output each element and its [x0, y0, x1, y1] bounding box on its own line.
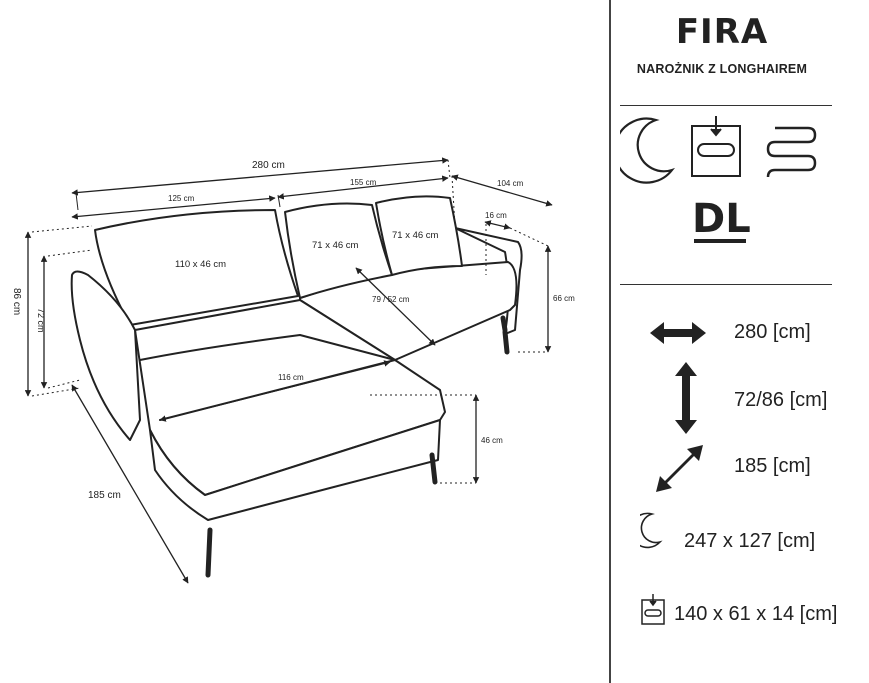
- horizontal-arrow-icon: [650, 322, 706, 344]
- spec-depth: 185 [cm]: [734, 455, 811, 477]
- storage-container-icon-small: [641, 594, 665, 625]
- zigzag-spring-icon: [766, 126, 817, 178]
- longhair-width-label: 116 cm: [278, 373, 304, 382]
- sofa-outline: [70, 195, 523, 521]
- sofa-dimension-drawing: 280 cm 125 cm 155 cm 104 cm 16 cm 110 x …: [11, 157, 575, 584]
- seat-height-label: 46 cm: [481, 436, 503, 445]
- left-width-label: 125 cm: [168, 194, 195, 203]
- sofa-legs: [205, 315, 510, 578]
- section-divider: [620, 105, 832, 106]
- cushion-right-label: 71 x 46 cm: [392, 230, 439, 241]
- moon-icon: [620, 117, 676, 184]
- spec-icons: [640, 322, 706, 625]
- total-width-label: 280 cm: [252, 160, 285, 171]
- dl-mechanism-icon: DL: [692, 196, 751, 243]
- arm-height-label: 66 cm: [553, 294, 575, 303]
- vertical-arrow-icon: [675, 362, 697, 434]
- feature-icons: DL: [620, 116, 817, 243]
- spec-width: 280 [cm]: [734, 321, 811, 343]
- section-divider-2: [620, 284, 832, 285]
- cushion-large-label: 110 x 46 cm: [175, 259, 226, 270]
- spec-height: 72/86 [cm]: [734, 389, 828, 411]
- arm-width-label: 16 cm: [485, 211, 507, 220]
- storage-container-icon: [691, 116, 741, 177]
- right-width-label: 155 cm: [350, 178, 377, 187]
- seat-depth-label: 79 / 52 cm: [372, 295, 410, 304]
- product-type: NAROŻNIK Z LONGHAIREM: [636, 62, 808, 76]
- product-name: FIRA: [675, 12, 769, 52]
- longhair-length-label: 185 cm: [88, 490, 121, 501]
- panel-divider: [609, 0, 611, 683]
- diagonal-arrow-icon: [656, 445, 703, 492]
- total-height-label: 86 cm: [11, 288, 22, 315]
- spec-storage: 140 x 61 x 14 [cm]: [674, 603, 838, 625]
- cushion-mid-label: 71 x 46 cm: [312, 240, 359, 251]
- svg-text:DL: DL: [692, 196, 751, 242]
- back-height-label: 72 cm: [36, 308, 46, 333]
- spec-sleep-area: 247 x 127 [cm]: [684, 530, 816, 552]
- moon-icon-small: [640, 512, 663, 549]
- arm-depth-label: 104 cm: [497, 179, 524, 188]
